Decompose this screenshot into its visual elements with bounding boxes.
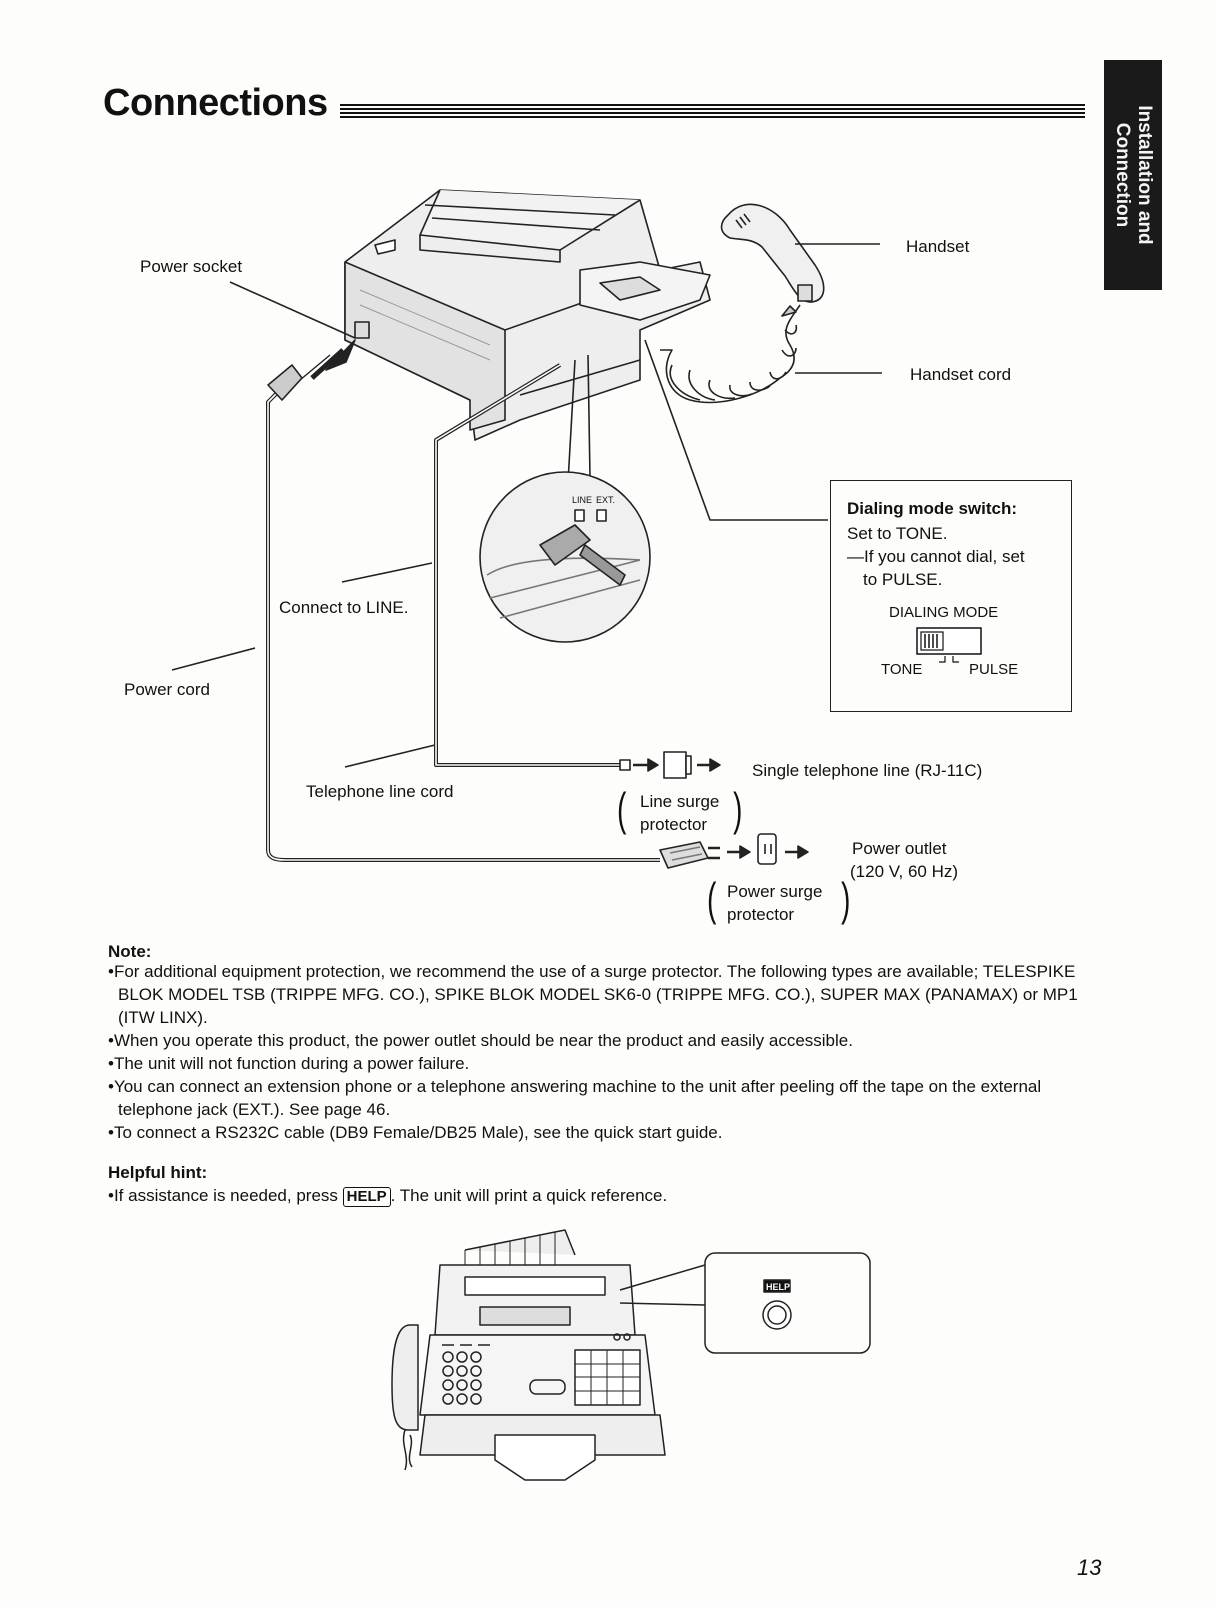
power-socket-leader	[229, 281, 356, 339]
connect-to-line-leader	[341, 562, 433, 583]
power-surge-label: Power surge	[727, 882, 823, 901]
dialing-mode-switch-label: DIALING MODE	[889, 604, 999, 621]
connection-diagram	[171, 189, 882, 869]
dialing-switch-leader	[644, 339, 828, 521]
dialing-mode-line3: to PULSE.	[863, 570, 943, 589]
help-key-icon: HELP	[342, 1187, 391, 1207]
dialing-mode-line1: Set to TONE.	[847, 524, 948, 543]
handset-label: Handset	[906, 237, 970, 256]
title-rule	[340, 104, 1085, 120]
page-title: Connections	[103, 82, 328, 124]
power-cord-leader	[171, 647, 256, 671]
power-socket-label: Power socket	[140, 257, 243, 276]
single-line-label: Single telephone line (RJ-11C)	[752, 761, 983, 780]
power-surge-paren-left: (	[707, 873, 717, 925]
connect-to-line-label: Connect to LINE.	[279, 598, 409, 617]
power-surge-paren-right: )	[841, 873, 851, 925]
dialing-mode-line2: —If you cannot dial, set	[847, 547, 1025, 566]
hint-heading: Helpful hint:	[108, 1163, 208, 1182]
note-item: You can connect an extension phone or a …	[108, 1075, 1098, 1121]
note-list: For additional equipment protection, we …	[108, 960, 1098, 1144]
hint-text: •If assistance is needed, press HELP. Th…	[108, 1186, 668, 1207]
handset-cord-illustration	[660, 304, 801, 404]
fax-machine-illustration	[344, 189, 711, 441]
page-number: 13	[1077, 1555, 1102, 1580]
help-button-label: HELP	[766, 1282, 791, 1292]
power-outlet-rating: (120 V, 60 Hz)	[850, 862, 959, 881]
handset-illustration	[720, 203, 825, 303]
jack-ext-label: EXT.	[596, 495, 616, 505]
power-outlet-label: Power outlet	[852, 839, 947, 858]
line-surge-label: Line surge	[640, 792, 720, 811]
jack-line-label: LINE	[572, 495, 593, 505]
line-surge-paren-left: (	[617, 783, 627, 835]
dialing-mode-title: Dialing mode switch:	[847, 499, 1018, 518]
tone-label: TONE	[881, 661, 923, 678]
note-item: To connect a RS232C cable (DB9 Female/DB…	[108, 1121, 1098, 1144]
note-heading: Note:	[108, 942, 152, 961]
fax-front-illustration	[391, 1229, 871, 1481]
line-surge-paren-right: )	[733, 783, 743, 835]
power-surge-label-2: protector	[727, 905, 795, 924]
line-surge-label-2: protector	[640, 815, 708, 834]
dialing-mode-box: Dialing mode switch: Set to TONE. —If yo…	[830, 480, 1072, 712]
telephone-line-cord-label: Telephone line cord	[306, 782, 454, 801]
power-cord-label: Power cord	[124, 680, 210, 699]
telephone-line-cord-leader	[344, 744, 436, 768]
section-tab: Installation and Connection	[1104, 60, 1162, 290]
note-item: When you operate this product, the power…	[108, 1029, 1098, 1052]
dialing-switch-icon	[916, 627, 982, 663]
note-item: For additional equipment protection, we …	[108, 960, 1098, 1029]
handset-cord-label: Handset cord	[910, 365, 1012, 384]
pulse-label: PULSE	[969, 661, 1019, 678]
note-item: The unit will not function during a powe…	[108, 1052, 1098, 1075]
